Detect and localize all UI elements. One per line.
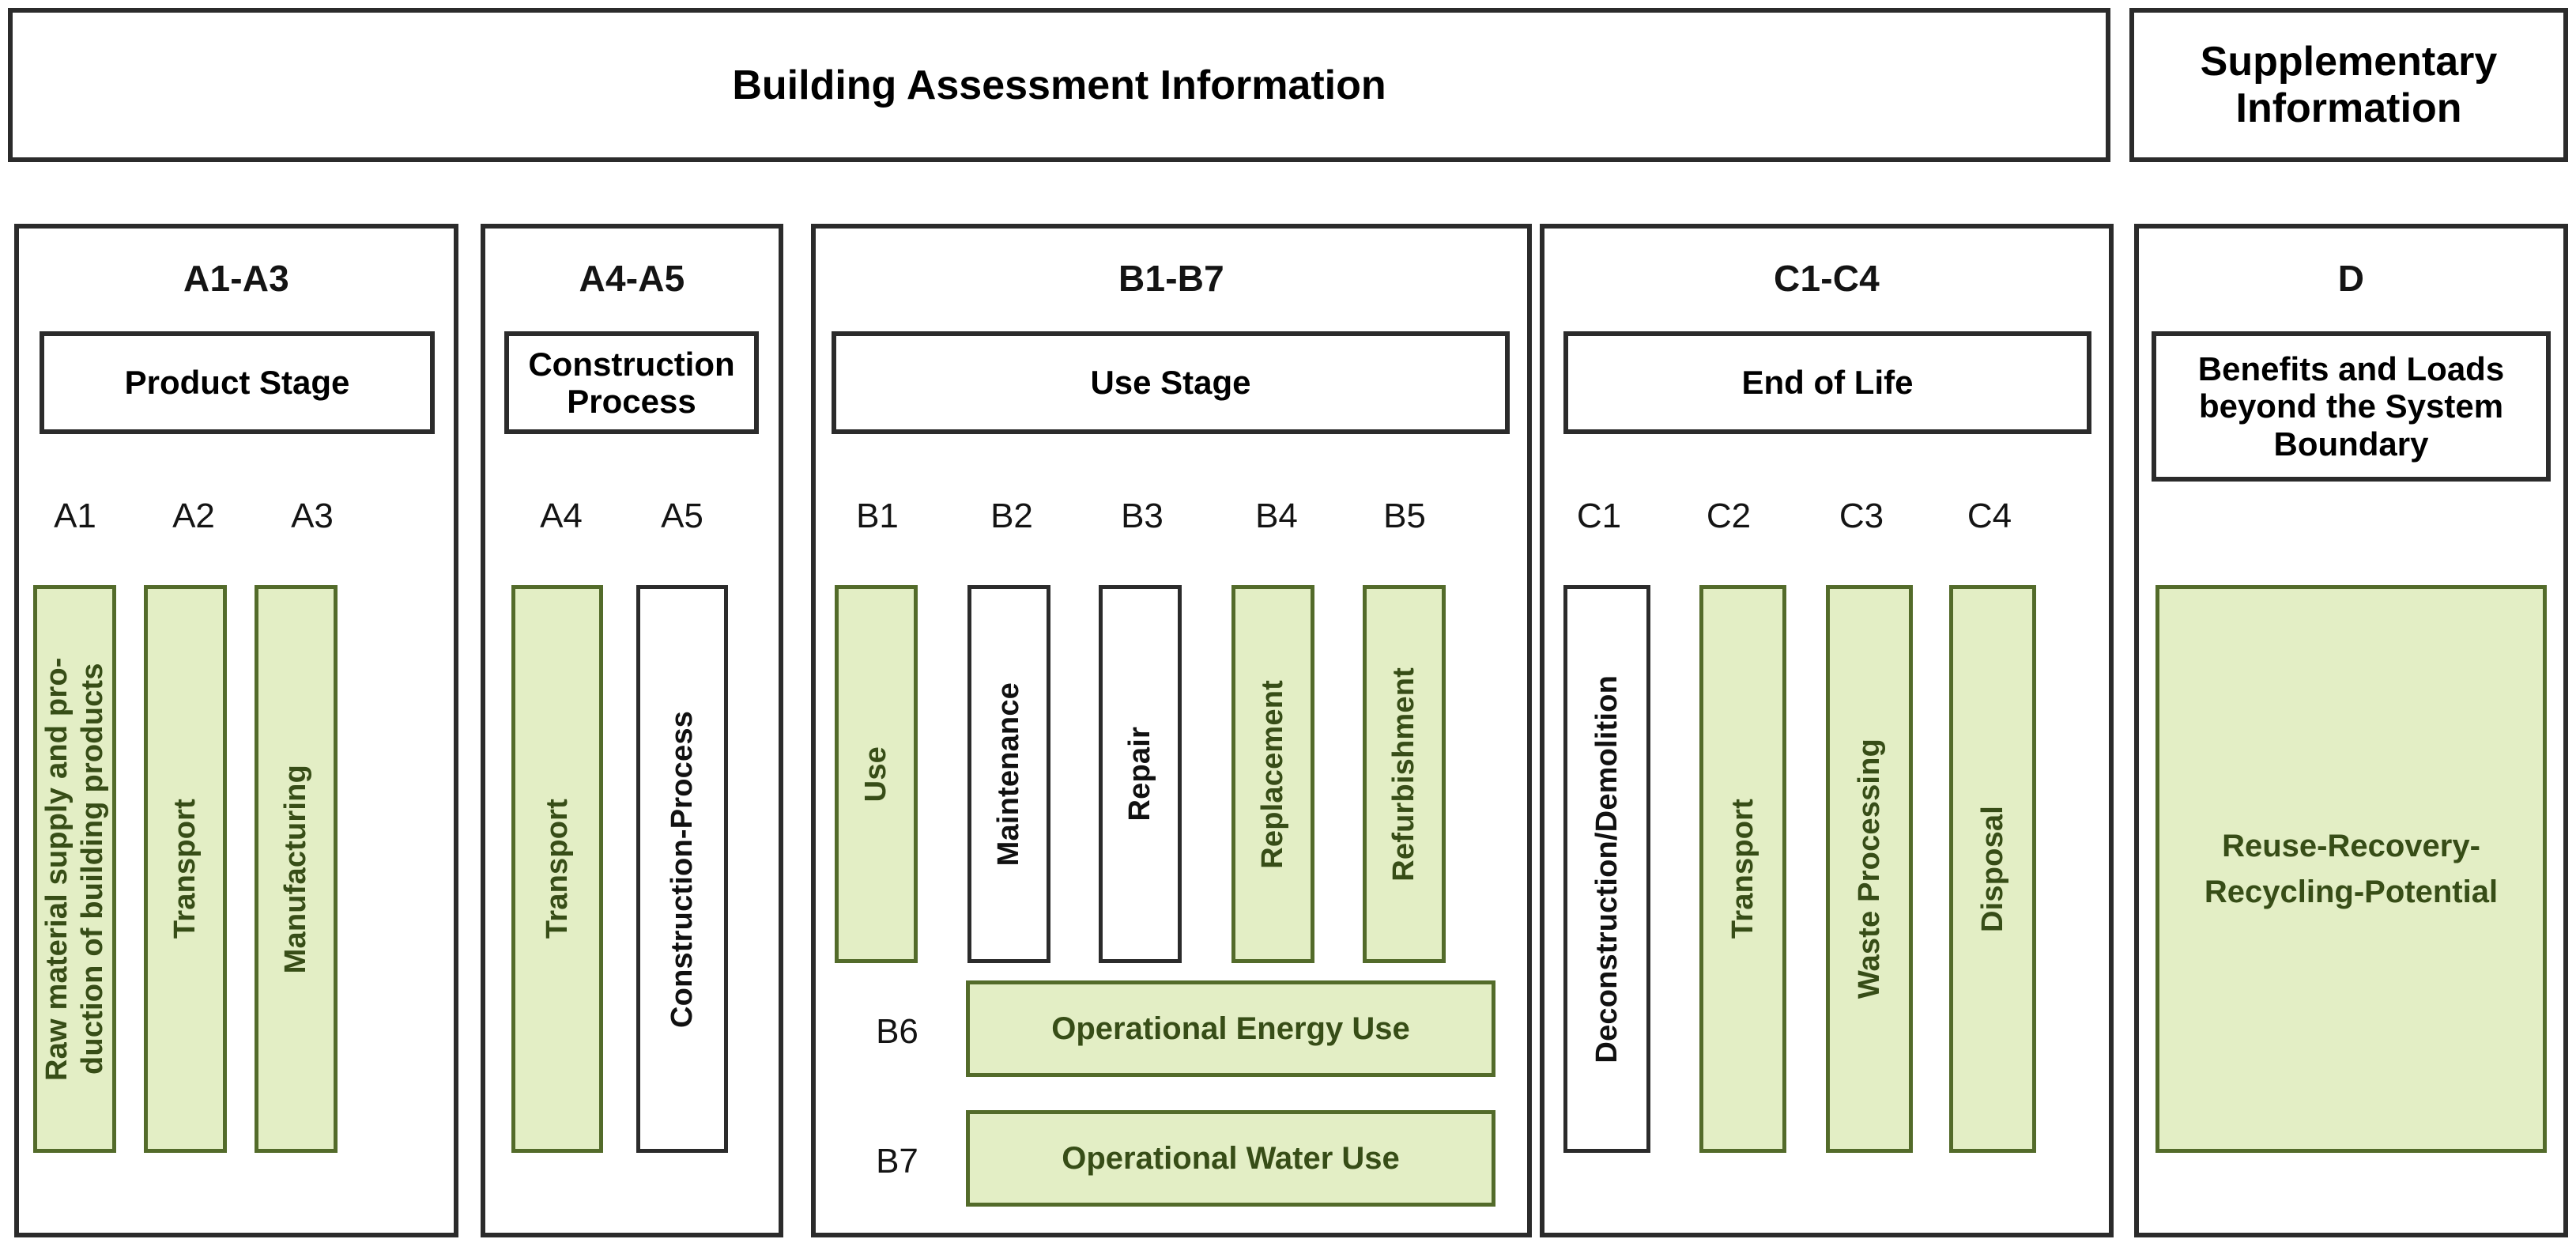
section-stage-a1-a3: Product Stage [40,331,435,434]
module-code-b3: B3 [1121,497,1164,535]
module-bar-b7[interactable]: Operational Water Use [966,1110,1495,1207]
module-label-a2: Transport [168,799,202,939]
module-code-b2: B2 [990,497,1033,535]
building-assessment-information-title: Building Assessment Information [732,62,1386,108]
section-stage-label: Construction Process [528,345,735,420]
module-bar-a3[interactable]: Manufacturing [255,585,338,1153]
module-label-b2: Maintenance [992,682,1026,867]
section-stage-d: Benefits and Loads beyond the System Bou… [2152,331,2551,482]
section-stage-label: Product Stage [124,364,350,402]
module-bar-a5[interactable]: Construction-Process [636,585,728,1153]
section-code-a4-a5: A4-A5 [579,258,685,299]
module-label-a3: Manufacturing [279,764,313,974]
supplementary-information-title: Supplementary Information [2200,39,2498,131]
module-label-a4: Transport [540,799,574,939]
section-stage-label: Use Stage [1090,364,1251,402]
section-stage-label: Benefits and Loads beyond the System Bou… [2197,350,2505,463]
module-label-d: Reuse-Recovery-Recycling-Potential [2204,829,2499,909]
module-code-a3: A3 [291,497,334,535]
module-code-b6: B6 [876,1012,918,1051]
section-stage-c1-c4: End of Life [1563,331,2091,434]
section-code-b1-b7: B1-B7 [1118,258,1224,299]
module-bar-c1[interactable]: Deconstruction/Demolition [1563,585,1650,1153]
module-label-a5: Construction-Process [665,710,699,1028]
module-label-b6: Operational Energy Use [1051,1011,1410,1046]
module-code-b7: B7 [876,1142,918,1181]
module-code-a1: A1 [54,497,96,535]
module-bar-b5[interactable]: Refurbishment [1363,585,1446,963]
module-code-b4: B4 [1255,497,1298,535]
module-label-b3: Repair [1123,727,1157,822]
module-bar-c4[interactable]: Disposal [1949,585,2036,1153]
module-bar-a4[interactable]: Transport [511,585,603,1153]
module-block-d[interactable]: Reuse-Recovery-Recycling-Potential [2155,585,2547,1153]
section-code-c1-c4: C1-C4 [1774,258,1880,299]
section-stage-b1-b7: Use Stage [832,331,1510,434]
module-label-c1: Deconstruction/Demolition [1590,674,1624,1063]
module-label-b1: Use [859,746,893,803]
module-label-b7: Operational Water Use [1062,1140,1400,1176]
supplementary-information-banner: Supplementary Information [2129,8,2568,162]
module-label-b5: Refurbishment [1387,667,1421,882]
section-code-a1-a3: A1-A3 [183,258,289,299]
module-code-c1: C1 [1576,497,1622,535]
module-bar-a2[interactable]: Transport [144,585,227,1153]
module-bar-b2[interactable]: Maintenance [967,585,1050,963]
section-stage-a4-a5: Construction Process [504,331,759,434]
module-code-c4: C4 [1967,497,2012,535]
module-bar-b4[interactable]: Replacement [1231,585,1314,963]
module-bar-b6[interactable]: Operational Energy Use [966,980,1495,1077]
module-label-c2: Transport [1726,799,1759,939]
building-assessment-information-banner: Building Assessment Information [8,8,2110,162]
module-bar-c3[interactable]: Waste Processing [1826,585,1913,1153]
module-bar-c2[interactable]: Transport [1699,585,1786,1153]
module-code-b1: B1 [856,497,899,535]
module-label-b4: Replacement [1256,679,1290,869]
module-code-a5: A5 [661,497,703,535]
module-label-c3: Waste Processing [1852,739,1886,999]
module-code-a4: A4 [540,497,583,535]
module-bar-b1[interactable]: Use [835,585,918,963]
module-code-c3: C3 [1839,497,1884,535]
module-label-c4: Disposal [1975,806,2009,932]
section-stage-label: End of Life [1741,364,1914,402]
module-code-b5: B5 [1383,497,1426,535]
module-bar-a1[interactable]: Raw material supply and pro-duction of b… [33,585,116,1153]
section-code-d: D [2337,258,2365,299]
module-code-c2: C2 [1706,497,1752,535]
module-label-a1: Raw material supply and pro-duction of b… [40,657,109,1081]
module-bar-b3[interactable]: Repair [1099,585,1182,963]
module-code-a2: A2 [172,497,215,535]
